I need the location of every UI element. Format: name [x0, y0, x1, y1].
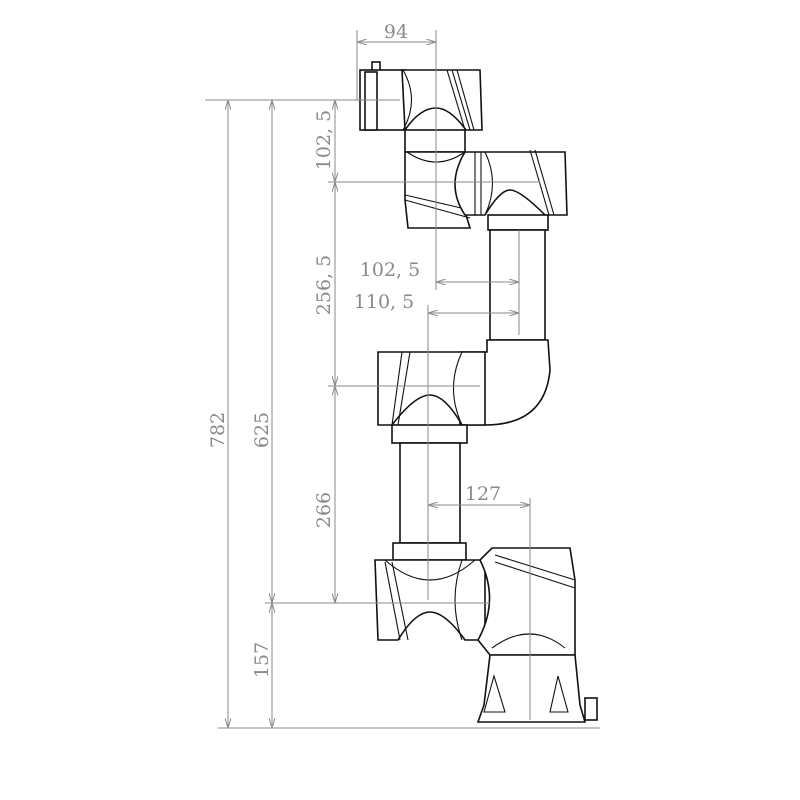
dim-102-5-horizontal: 102, 5: [360, 259, 420, 281]
wrist-2-joint: [404, 129, 472, 229]
dimension-labels: 94 782 625 102, 5 256, 5 266 157 102, 5 …: [207, 21, 501, 678]
wrist-3-joint: [359, 61, 483, 133]
base-joint: [476, 547, 598, 723]
dim-127: 127: [465, 483, 501, 505]
shoulder-joint: [374, 559, 486, 641]
dimension-lines: [228, 42, 530, 728]
dim-625: 625: [251, 412, 273, 448]
dim-256-5: 256, 5: [313, 255, 335, 315]
robot-arm: [359, 61, 598, 723]
wrist-1-joint: [454, 149, 568, 231]
dim-94: 94: [384, 21, 408, 43]
extension-lines: [205, 30, 600, 729]
elbow-joint: [377, 351, 486, 444]
dim-266: 266: [313, 492, 335, 528]
dim-102-5-vertical: 102, 5: [313, 110, 335, 170]
dim-110-5: 110, 5: [354, 291, 414, 313]
dim-157: 157: [251, 642, 273, 678]
upper-arm-link: [392, 442, 467, 561]
dim-782: 782: [207, 412, 229, 448]
